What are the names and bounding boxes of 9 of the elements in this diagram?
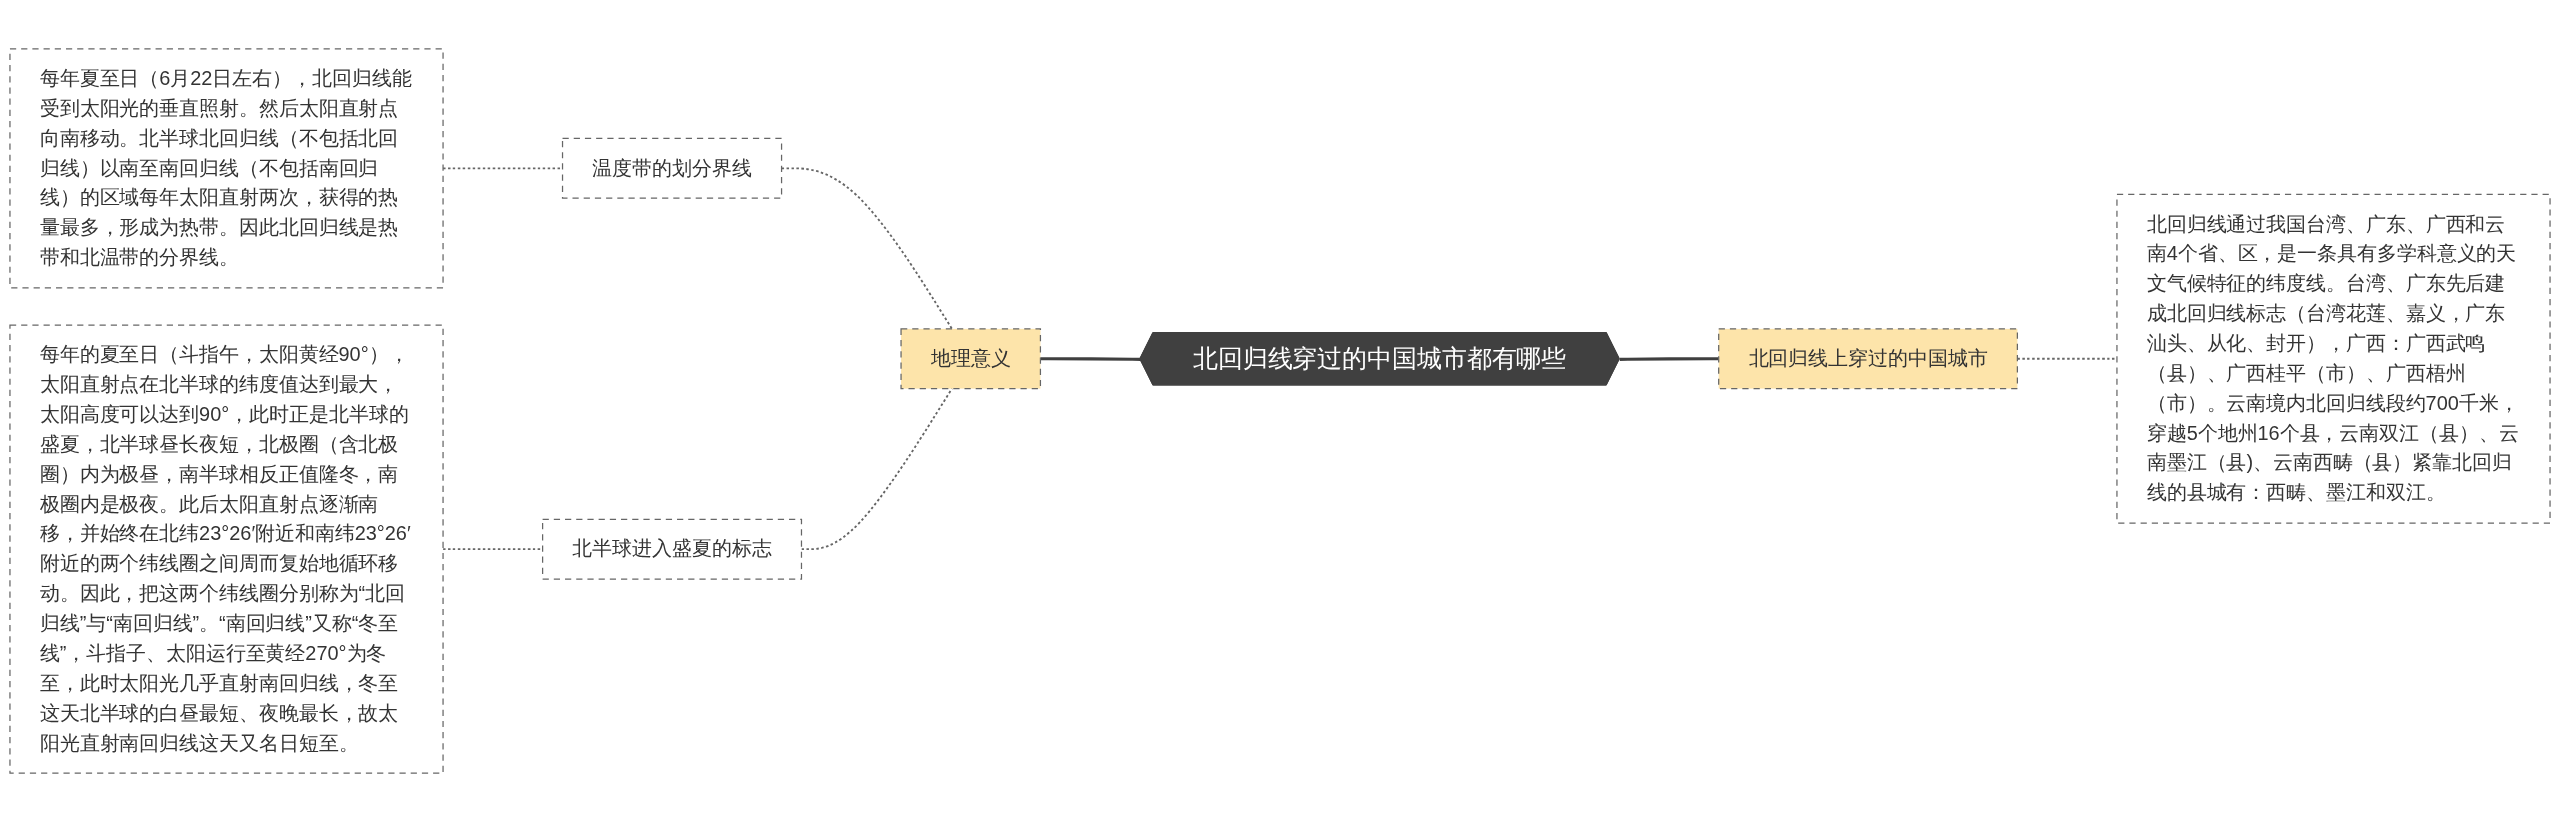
node-box: 地理意义 — [900, 328, 1042, 390]
connector — [1619, 357, 1719, 361]
connector — [1040, 357, 1141, 361]
node-box: 北回归线通过我国台湾、广东、广西和云南4个省、区，是一条具有多学科意义的天文气候特征的纬度线。台湾、广东先后建成北回归线标志（台湾花莲、嘉义，广东汕头、从化、封开），广西：广西武鸣（县）、广西桂平（市）、广西梧州（市）。云南境内北回归线段约700千米，穿越5个地州16个县，云南双江（县）、云南墨江（县)、云南西畴（县）紧靠北回归线的县城有：西畴、墨江和双江。 — [2116, 193, 2551, 524]
node-box: 温度带的划分界线 — [561, 137, 783, 199]
node-box: 北半球进入盛夏的标志 — [542, 518, 803, 580]
node-box: 每年的夏至日（斗指午，太阳黄经90°），太阳直射点在北半球的纬度值达到最大，太阳高度可以达到90°，此时正是北半球的盛夏，北半球昼长夜短，北极圈（含北极圈）内为极昼，南半球相反正值隆冬，南极圈内是极夜。此后太阳直射点逐渐南移，并始终在北纬23°26′附近和南纬23°26′附近的两个纬线圈之间周而复始地循环移动。因此，把这两个纬线圈分别称为“北回归线”与“南回归线”。“南回归线”又称“冬至线”，斗指子、太阳运行至黄经270°为冬至，此时太阳光几乎直射南回归线，冬至这天北半球的白昼最短、夜晚最长，故太阳光直射南回归线这天又名日短至。 — [9, 324, 444, 774]
node-box: 每年夏至日（6月22日左右），北回归线能受到太阳光的垂直照射。然后太阳直射点向南移动。北半球北回归线（不包括北回归线）以南至南回归线（不包括南回归线）的区域每年太阳直射两次，获得的热量最多，形成为热带。因此北回归线是热带和北温带的分界线。 — [9, 48, 444, 289]
node-box: 北回归线上穿过的中国城市 — [1718, 328, 2018, 390]
